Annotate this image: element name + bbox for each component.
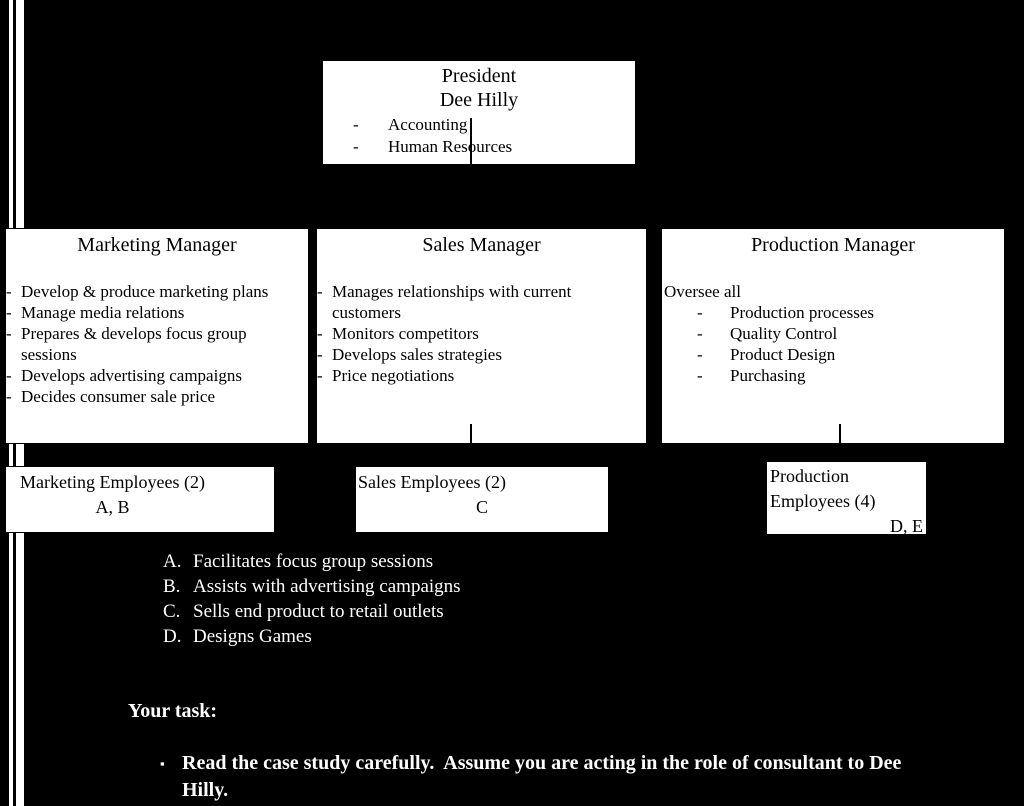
connector-line [839,424,841,451]
marketing-manager-title: Marketing Manager [77,234,237,256]
connector-line [470,118,472,178]
dash-bullet: - [353,137,359,156]
production-lead-in: Oversee all [664,282,741,301]
production-duty: -Purchasing [697,366,806,385]
legend-key: A. [163,551,182,572]
production-manager-box: Production Manager Oversee all -Producti… [661,228,1005,444]
dash-bullet: - [317,282,323,301]
legend-key: D. [163,626,182,647]
sales-duty: -Monitors competitors [317,324,479,343]
president-name: Dee Hilly [439,89,519,111]
dash-bullet: - [697,303,703,322]
production-employees-letters: D, E [890,516,923,536]
sales-duty: -Price negotiations [317,366,455,385]
dash-bullet: - [317,366,323,385]
dash-bullet: - [6,387,12,406]
legend-item: D.Designs Games [163,626,312,647]
production-duty: -Quality Control [697,324,838,343]
dash-bullet: - [317,345,323,364]
dash-bullet: - [6,366,12,385]
production-employees-box: Production Employees (4) D, E [766,461,927,536]
marketing-duty: -Develops advertising campaigns [6,366,242,385]
dash-bullet: - [697,345,703,364]
production-manager-title: Production Manager [751,234,915,256]
dash-bullet: - [6,282,12,301]
marketing-duty: -Prepares & develops focus group session… [6,324,247,364]
dash-bullet: - [6,303,12,322]
marketing-employees-box: Marketing Employees (2) A, B [5,466,275,533]
sales-duty: -Develops sales strategies [317,345,502,364]
dash-bullet: - [697,324,703,343]
president-box: President Dee Hilly -Accounting -Human R… [322,60,636,165]
sales-duty: -Manages relationships with current cust… [317,282,572,322]
sales-manager-box: Sales Manager -Manages relationships wit… [316,228,647,444]
production-duty: -Production processes [697,303,875,322]
marketing-duty: -Manage media relations [6,303,185,322]
legend-key: C. [163,601,181,622]
sales-employees-title: Sales Employees (2) [358,472,506,492]
legend-item: A.Facilitates focus group sessions [163,551,434,572]
task-text: Read the case study carefully. Assume yo… [182,752,902,801]
square-bullet-icon: ▪ [160,756,165,771]
marketing-employees-letters: A, B [95,497,130,517]
sales-employees-box: Sales Employees (2) C [355,466,609,533]
sales-employees-letters: C [475,497,488,517]
legend-key: B. [163,576,181,597]
marketing-duty: -Develop & produce marketing plans [6,282,269,301]
legend-item: C.Sells end product to retail outlets [163,601,444,622]
sales-manager-title: Sales Manager [422,234,541,256]
task-heading: Your task: [128,700,218,722]
connector-line [470,424,472,450]
production-employees-title: Production Employees (4) [770,466,876,511]
marketing-duty: -Decides consumer sale price [6,387,215,406]
dash-bullet: - [6,324,12,343]
employee-legend: A.Facilitates focus group sessions B.Ass… [163,549,461,649]
dash-bullet: - [317,324,323,343]
marketing-manager-box: Marketing Manager -Develop & produce mar… [5,228,309,444]
task-bullet-item: ▪ Read the case study carefully. Assume … [160,750,935,804]
president-item: -Human Resources [353,137,513,156]
president-item: -Accounting [353,115,468,134]
president-title: President [441,65,517,87]
dash-bullet: - [353,115,359,134]
legend-item: B.Assists with advertising campaigns [163,576,461,597]
production-duty: -Product Design [697,345,836,364]
dash-bullet: - [697,366,703,385]
marketing-employees-title: Marketing Employees (2) [20,472,205,492]
